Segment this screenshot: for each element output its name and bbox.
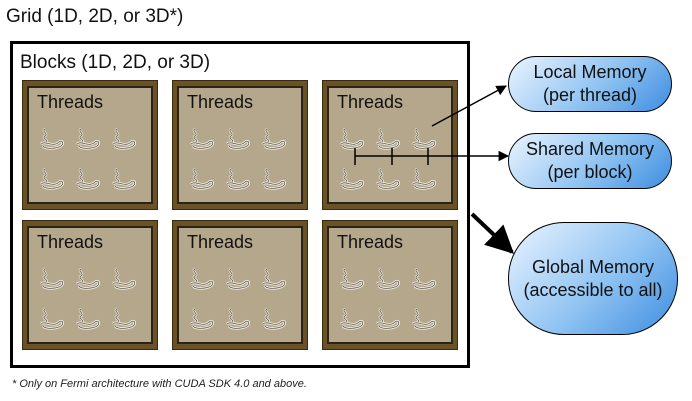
thread-block-panel: Threads [327,86,453,204]
thread-squiggle-icon [411,126,439,152]
thread-block-panel: Threads [327,226,453,344]
thread-squiggle-icon [375,126,403,152]
thread-squiggle-icon [375,266,403,292]
thread-squiggle-icon [339,266,367,292]
shared-memory-label: Shared Memory [525,139,655,159]
thread-squiggle-icon [39,126,67,152]
thread-squiggle-icon [375,166,403,192]
thread-block: Threads [22,220,158,350]
threads-label: Threads [37,232,104,252]
thread-squiggle-icon [189,166,217,192]
thread-block-panel: Threads [27,86,153,204]
thread-block: Threads [22,80,158,210]
thread-squiggle-icon [225,166,253,192]
local-memory-node: Local Memory (per thread) [508,56,672,112]
thread-squiggle-icon [75,306,103,332]
thread-squiggle-icon [261,166,289,192]
thread-squiggle-icon [261,126,289,152]
threads-label: Threads [37,92,104,112]
thread-squiggle-icon [39,166,67,192]
threads-label: Threads [187,92,254,112]
global-memory-scope: (accessible to all) [523,279,663,300]
thread-block: Threads [322,220,458,350]
thread-squiggle-icon [111,266,139,292]
shared-memory-scope: (per block) [547,162,633,182]
grid-to-global-arrow [470,212,515,254]
thread-block: Threads [322,80,458,210]
blocks-title: Blocks (1D, 2D, or 3D) [20,52,211,73]
thread-squiggle-icon [75,166,103,192]
thread-squiggle-icon [111,126,139,152]
threads-label: Threads [187,232,254,252]
thread-squiggle-icon [189,306,217,332]
thread-block-panel: Threads [27,226,153,344]
thread-squiggle-icon [261,266,289,292]
thread-squiggle-icon [75,266,103,292]
global-memory-label: Global Memory [531,256,655,277]
thread-squiggle-icon [189,266,217,292]
thread-squiggle-icon [261,306,289,332]
grid-title: Grid (1D, 2D, or 3D*) [6,6,184,27]
thread-squiggle-icon [225,126,253,152]
threads-label: Threads [337,92,404,112]
local-memory-scope: (per thread) [542,85,638,105]
thread-squiggle-icon [339,306,367,332]
shared-memory-node: Shared Memory (per block) [508,133,672,189]
thread-block: Threads [172,80,308,210]
footnote: * Only on Fermi architecture with CUDA S… [12,378,307,390]
thread-squiggle-icon [375,306,403,332]
thread-squiggle-icon [339,166,367,192]
thread-squiggle-icon [189,126,217,152]
thread-squiggle-icon [339,126,367,152]
thread-squiggle-icon [75,126,103,152]
thread-squiggle-icon [39,306,67,332]
thread-squiggle-icon [411,266,439,292]
local-memory-label: Local Memory [533,62,647,82]
thread-block: Threads [172,220,308,350]
thread-squiggle-icon [111,306,139,332]
thread-block-panel: Threads [177,226,303,344]
thread-squiggle-icon [411,306,439,332]
thread-squiggle-icon [225,266,253,292]
thread-squiggle-icon [39,266,67,292]
thread-squiggle-icon [111,166,139,192]
thread-squiggle-icon [411,166,439,192]
threads-label: Threads [337,232,404,252]
thread-squiggle-icon [225,306,253,332]
thread-block-panel: Threads [177,86,303,204]
global-memory-node: Global Memory (accessible to all) [508,222,678,335]
